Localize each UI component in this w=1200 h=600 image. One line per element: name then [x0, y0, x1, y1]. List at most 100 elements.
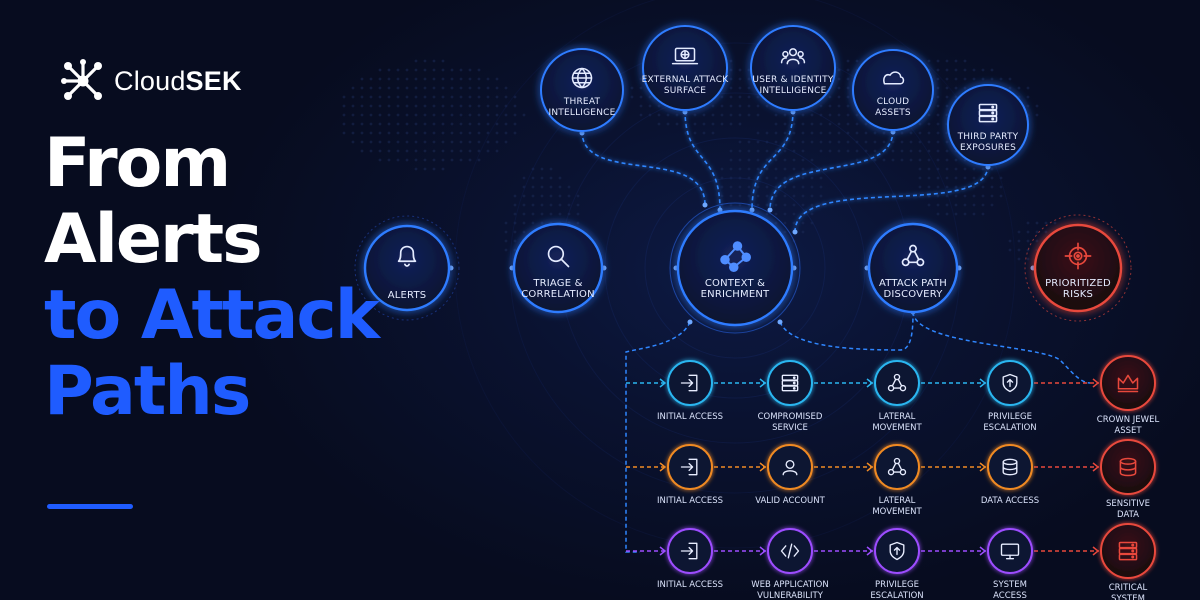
path-orange-2-label-1: VALID ACCOUNT	[755, 496, 825, 506]
path-cyan-3-label-1: LATERAL	[879, 412, 916, 422]
attack-path-discovery-label-2: DISCOVERY	[883, 289, 943, 300]
bell-icon	[397, 245, 417, 267]
user-identity-intelligence-label-1: USER & IDENTITY	[752, 75, 833, 85]
path-purple-4-label-1: SYSTEM	[993, 580, 1027, 590]
path-cyan-2-label-2: SERVICE	[772, 423, 808, 433]
attack-path-purple: INITIAL ACCESS WEB APPLICATIONVULNERABILI…	[657, 523, 1156, 600]
globe-icon	[571, 67, 593, 89]
users-icon	[780, 48, 806, 65]
headline-line-2: Alerts	[44, 200, 263, 279]
path-cyan-3-label-2: MOVEMENT	[872, 423, 922, 433]
path-purple-2-label-1: WEB APPLICATION	[751, 580, 828, 590]
flow-node-context-enrichment: CONTEXT &ENRICHMENT	[669, 202, 801, 334]
brand-logo: CloudSEK	[60, 58, 242, 104]
attack-path-discovery-label-1: ATTACK PATH	[879, 278, 947, 289]
path-purple-3-label-2: ESCALATION	[870, 591, 923, 600]
share-nodes-icon	[887, 457, 907, 476]
cloud-assets-label-2: ASSETS	[875, 108, 911, 118]
flow-node-triage-correlation: TRIAGE &CORRELATION	[512, 222, 604, 314]
brand-name-bold: SEK	[185, 65, 242, 96]
user-icon	[782, 459, 798, 476]
threat-intelligence-label-1: THREAT	[563, 97, 601, 107]
path-purple-5-label-1: CRITICAL	[1109, 583, 1148, 593]
headline-line-3: to Attack	[44, 276, 380, 355]
flow-node-alerts: ALERTS	[354, 215, 460, 321]
network-icon	[720, 241, 751, 272]
path-purple-5-label-2: SYSTEM	[1111, 594, 1145, 600]
login-icon	[680, 374, 698, 392]
path-step-orange-2: VALID ACCOUNT	[755, 444, 826, 506]
target-icon	[1064, 242, 1092, 270]
monitor-icon	[1000, 543, 1020, 560]
path-cyan-5-label-1: CROWN JEWEL	[1097, 415, 1160, 425]
path-cyan-4-label-1: PRIVILEGE	[988, 412, 1032, 422]
external-attack-surface-label-1: EXTERNAL ATTACK	[642, 75, 730, 85]
server-icon	[781, 374, 799, 392]
path-purple-3-label-1: PRIVILEGE	[875, 580, 919, 590]
prioritized-risks-label-1: PRIORITIZED	[1045, 278, 1111, 289]
path-orange-1-label-1: INITIAL ACCESS	[657, 496, 723, 506]
user-identity-intelligence-label-2: INTELLIGENCE	[759, 86, 826, 96]
magnifier-icon	[547, 245, 570, 268]
triage-correlation-label-2: CORRELATION	[521, 289, 595, 300]
shield-arrow-icon	[1002, 373, 1018, 393]
threat-intelligence-label-2: INTELLIGENCE	[548, 108, 615, 118]
headline-divider	[47, 504, 133, 509]
cloud-assets-label-1: CLOUD	[877, 97, 910, 107]
code-icon	[780, 543, 800, 559]
external-attack-surface-label-2: SURFACE	[664, 86, 706, 96]
path-step-purple-1: INITIAL ACCESS	[657, 528, 723, 590]
path-purple-4-label-2: ACCESS	[993, 591, 1027, 600]
database-icon	[1002, 458, 1018, 476]
third-party-exposures-label-2: EXPOSURES	[960, 143, 1016, 153]
database-icon	[1119, 457, 1137, 477]
server-icon	[1118, 541, 1138, 561]
path-orange-3-label-1: LATERAL	[879, 496, 916, 506]
alerts-label-1: ALERTS	[388, 290, 427, 301]
attack-path-orange: INITIAL ACCESS VALID ACCOUNT LATERALMOVEME…	[657, 439, 1156, 520]
cloudsek-logo-icon	[61, 59, 102, 100]
path-cyan-4-label-2: ESCALATION	[983, 423, 1036, 433]
path-orange-5-label-1: SENSITIVE	[1106, 499, 1150, 509]
path-cyan-1-label-1: INITIAL ACCESS	[657, 412, 723, 422]
path-cyan-2-label-1: COMPROMISED	[758, 412, 823, 422]
headline-line-4: Paths	[44, 352, 251, 431]
path-step-cyan-1: INITIAL ACCESS	[657, 360, 723, 422]
share-nodes-icon	[901, 244, 925, 267]
prioritized-risks-label-2: RISKS	[1063, 289, 1093, 300]
brand-name: CloudSEK	[114, 66, 242, 97]
context-enrichment-label-2: ENRICHMENT	[701, 289, 770, 300]
path-purple-2-label-2: VULNERABILITY	[757, 591, 824, 600]
triage-correlation-label-1: TRIAGE &	[532, 278, 582, 289]
path-orange-5-label-2: DATA	[1117, 510, 1139, 520]
server-icon	[978, 103, 998, 123]
cloud-icon	[883, 71, 905, 85]
path-cyan-5-label-2: ASSET	[1114, 426, 1142, 436]
brand-name-light: Cloud	[114, 65, 186, 96]
share-nodes-icon	[887, 373, 907, 392]
crown-icon	[1117, 374, 1139, 393]
path-orange-3-label-2: MOVEMENT	[872, 507, 922, 517]
path-purple-1-label-1: INITIAL ACCESS	[657, 580, 723, 590]
headline-line-1: From	[44, 124, 231, 203]
path-step-orange-1: INITIAL ACCESS	[657, 444, 723, 506]
